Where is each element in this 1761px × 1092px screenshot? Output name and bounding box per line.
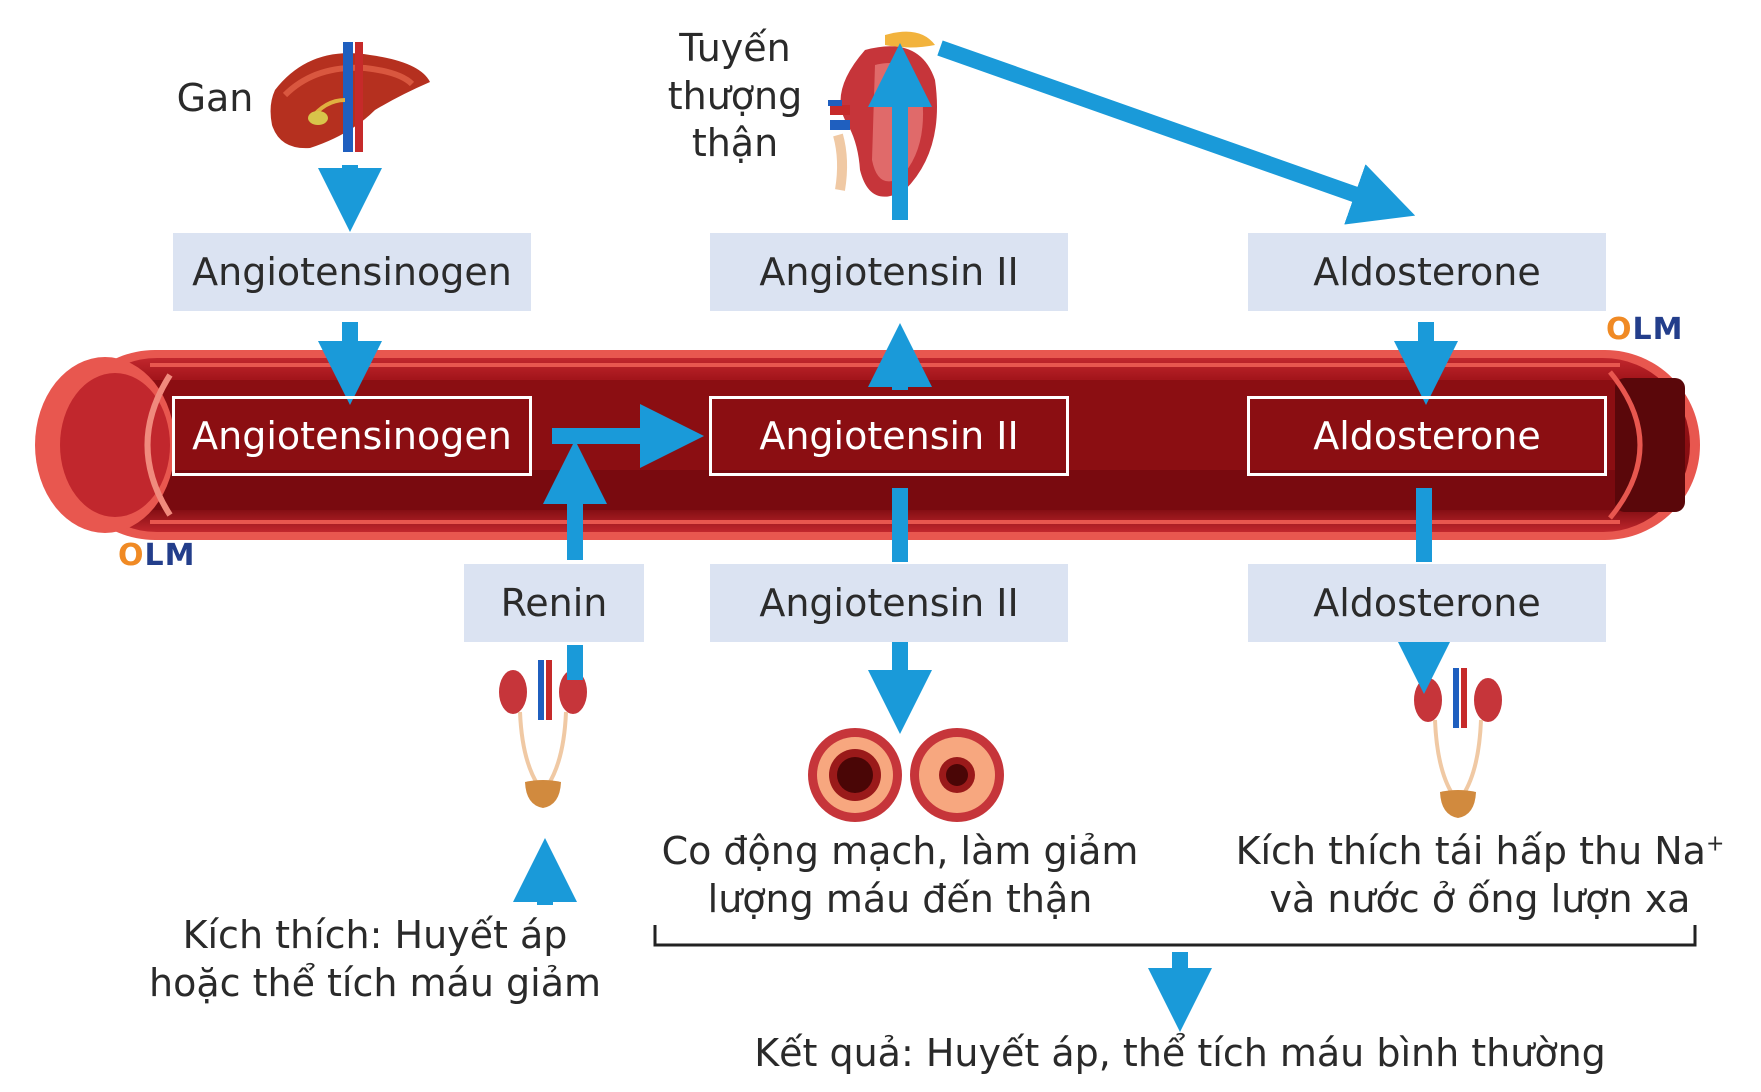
reabsorption-line-1: Kích thích tái hấp thu Na+ [1200,828,1760,876]
olm-watermark-right-o: O [1606,312,1633,347]
aldosterone-box-top: Aldosterone [1248,233,1606,311]
renin-box: Renin [464,564,644,642]
flow-arrows [318,40,1458,1032]
kidney-bladder-icon-left [499,660,587,808]
angiotensin-vessel-box: Angiotensin II [709,396,1069,476]
reabsorption-line-1-text: Kích thích tái hấp thu Na [1235,829,1706,873]
arrow-adrenal-to-aldosterone [937,40,1416,225]
adrenal-label-line-1: Tuyến [679,26,791,70]
stimulus-text: Kích thích: Huyết áp hoặc thể tích máu g… [130,912,620,1007]
olm-watermark-left-o: O [118,538,145,573]
reabsorption-line-2: và nước ở ống lượn xa [1269,876,1691,921]
adrenal-kidney-icon [828,31,937,197]
liver-label: Gan [176,76,254,120]
angiotensinogen-vessel-box: Angiotensinogen [172,396,532,476]
blood-vessel [35,350,1700,540]
kidney-bladder-icon-right [1414,668,1502,818]
olm-watermark-left-rest: LM [144,538,196,573]
reabsorption-effect-text: Kích thích tái hấp thu Na+ và nước ở ống… [1200,828,1760,923]
aldosterone-vessel-box: Aldosterone [1247,396,1607,476]
angiotensin-box-top: Angiotensin II [710,233,1068,311]
angiotensin-box-bottom: Angiotensin II [710,564,1068,642]
vasoconstriction-line-2: lượng máu đến thận [707,876,1093,921]
stimulus-line-1: Kích thích: Huyết áp [182,913,568,957]
vasoconstriction-line-1: Co động mạch, làm giảm [661,829,1139,873]
aldosterone-box-bottom: Aldosterone [1248,564,1606,642]
effects-bracket [653,925,1697,947]
artery-cross-section-icon [808,728,1004,822]
sodium-charge: + [1705,831,1725,857]
adrenal-label-line-3: thận [691,121,779,165]
adrenal-label-line-2: thượng [667,73,803,118]
olm-watermark-right-rest: LM [1632,312,1684,347]
angiotensinogen-box-top: Angiotensinogen [173,233,531,311]
olm-watermark-right: OLM [1606,312,1684,347]
liver-icon [270,42,430,152]
adrenal-gland-label: Tuyến thượng thận [655,25,815,168]
olm-watermark-left: OLM [118,538,196,573]
result-text: Kết quả: Huyết áp, thể tích máu bình thư… [754,1031,1606,1075]
vasoconstriction-effect-text: Co động mạch, làm giảm lượng máu đến thậ… [640,828,1160,923]
stimulus-line-2: hoặc thể tích máu giảm [149,960,601,1005]
